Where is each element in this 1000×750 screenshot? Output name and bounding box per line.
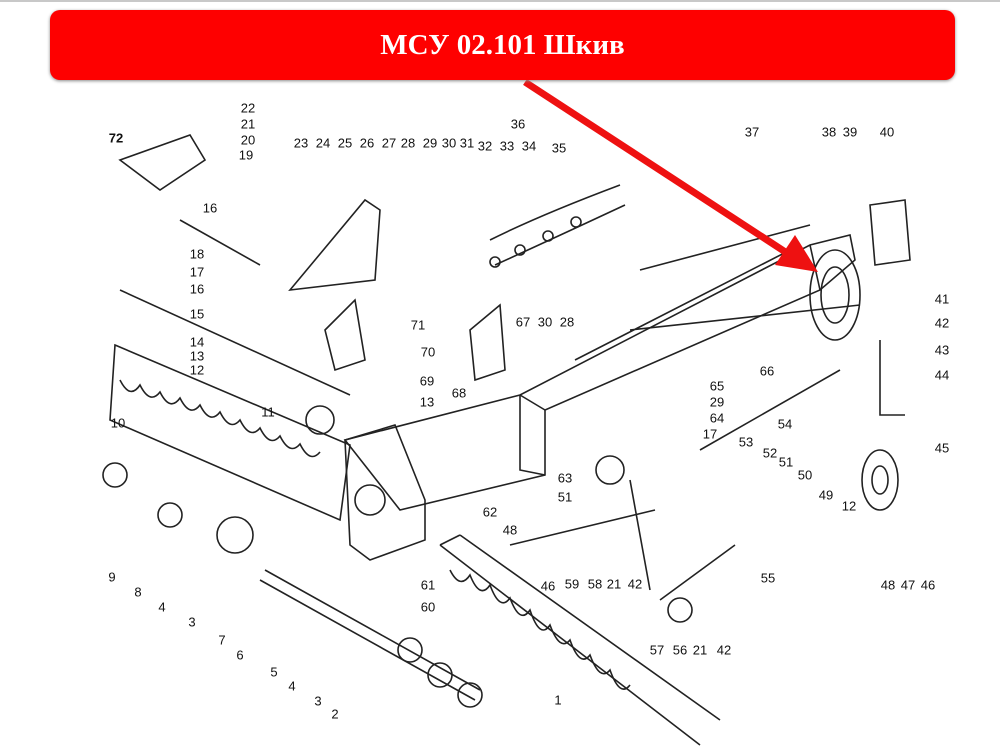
part-label: 8 bbox=[134, 584, 142, 600]
part-label: 60 bbox=[420, 599, 436, 615]
part-label: 28 bbox=[559, 314, 575, 330]
part-label: 9 bbox=[108, 569, 116, 585]
pointer-arrow bbox=[523, 79, 818, 272]
part-label: 3 bbox=[314, 693, 322, 709]
part-label: 21 bbox=[606, 576, 622, 592]
part-label: 38 bbox=[821, 124, 837, 140]
part-label: 15 bbox=[189, 306, 205, 322]
part-label: 53 bbox=[738, 434, 754, 450]
part-label: 13 bbox=[419, 394, 435, 410]
part-label: 5 bbox=[270, 664, 278, 680]
part-label: 17 bbox=[702, 426, 718, 442]
part-label: 30 bbox=[537, 314, 553, 330]
part-label: 16 bbox=[202, 200, 218, 216]
part-label: 23 bbox=[293, 135, 309, 151]
part-label: 44 bbox=[934, 367, 950, 383]
part-label: 63 bbox=[557, 470, 573, 486]
pulley-45 bbox=[861, 449, 899, 511]
part-label: 10 bbox=[110, 415, 126, 431]
part-label: 31 bbox=[459, 135, 475, 151]
part-label: 26 bbox=[359, 135, 375, 151]
part-label: 30 bbox=[441, 135, 457, 151]
part-label: 11 bbox=[261, 404, 275, 420]
part-label: 52 bbox=[762, 445, 778, 461]
part-label: 55 bbox=[760, 570, 776, 586]
part-label: 67 bbox=[515, 314, 531, 330]
upper-auger bbox=[109, 343, 351, 522]
part-label: 69 bbox=[419, 373, 435, 389]
part-label: 65 bbox=[709, 378, 725, 394]
part-label: 35 bbox=[551, 140, 567, 156]
main-beam bbox=[343, 234, 856, 511]
part-label: 50 bbox=[797, 467, 813, 483]
part-label: 12 bbox=[841, 498, 857, 514]
part-label: 7 bbox=[218, 632, 226, 648]
part-label: 58 bbox=[587, 576, 603, 592]
part-label: 41 bbox=[934, 291, 950, 307]
part-label: 21 bbox=[240, 116, 256, 132]
part-label: 3 bbox=[188, 614, 196, 630]
part-label: 21 bbox=[692, 642, 708, 658]
part-label: 59 bbox=[564, 576, 580, 592]
pulley-target bbox=[809, 249, 861, 341]
part-label: 39 bbox=[842, 124, 858, 140]
part-label: 36 bbox=[510, 116, 526, 132]
part-label: 32 bbox=[477, 138, 493, 154]
part-label: 48 bbox=[502, 522, 518, 538]
part-label: 49 bbox=[818, 487, 834, 503]
part-label: 70 bbox=[420, 344, 436, 360]
part-label: 25 bbox=[337, 135, 353, 151]
part-label: 20 bbox=[240, 132, 256, 148]
part-label: 42 bbox=[934, 315, 950, 331]
part-label: 24 bbox=[315, 135, 331, 151]
page-title: МСУ 02.101 Шкив bbox=[380, 28, 625, 61]
part-label: 22 bbox=[240, 100, 256, 116]
part-label: 12 bbox=[189, 362, 205, 378]
part-label: 4 bbox=[158, 599, 166, 615]
part-label: 1 bbox=[554, 692, 562, 708]
part-label: 57 bbox=[649, 642, 665, 658]
part-label: 16 bbox=[189, 281, 205, 297]
part-label: 6 bbox=[236, 647, 244, 663]
part-label: 37 bbox=[744, 124, 760, 140]
part-label: 46 bbox=[540, 578, 556, 594]
part-label: 68 bbox=[451, 385, 467, 401]
part-label: 45 bbox=[934, 440, 950, 456]
part-label: 47 bbox=[900, 577, 916, 593]
part-label: 34 bbox=[521, 138, 537, 154]
part-label: 64 bbox=[709, 410, 725, 426]
part-label: 29 bbox=[709, 394, 725, 410]
part-label: 51 bbox=[557, 489, 573, 505]
top-divider bbox=[0, 0, 1000, 2]
part-label: 18 bbox=[189, 246, 205, 262]
part-label: 14 bbox=[189, 334, 205, 350]
part-label: 28 bbox=[400, 135, 416, 151]
part-label: 42 bbox=[627, 576, 643, 592]
part-label: 4 bbox=[288, 678, 296, 694]
part-label: 27 bbox=[381, 135, 397, 151]
title-banner: МСУ 02.101 Шкив bbox=[50, 10, 955, 80]
part-label: 17 bbox=[189, 264, 205, 280]
part-label: 42 bbox=[716, 642, 732, 658]
part-label: 29 bbox=[422, 135, 438, 151]
part-label: 72 bbox=[108, 130, 124, 146]
part-label: 19 bbox=[238, 147, 254, 163]
part-label: 56 bbox=[672, 642, 688, 658]
part-label: 61 bbox=[420, 577, 436, 593]
part-label: 66 bbox=[759, 363, 775, 379]
part-label: 71 bbox=[410, 317, 426, 333]
part-label: 51 bbox=[778, 454, 794, 470]
part-label: 62 bbox=[482, 504, 498, 520]
part-label: 33 bbox=[499, 138, 515, 154]
part-label: 46 bbox=[920, 577, 936, 593]
part-label: 2 bbox=[331, 706, 339, 722]
part-label: 40 bbox=[879, 124, 895, 140]
part-label: 54 bbox=[777, 416, 793, 432]
part-label: 48 bbox=[880, 577, 896, 593]
part-label: 13 bbox=[189, 348, 205, 364]
part-label: 43 bbox=[934, 342, 950, 358]
